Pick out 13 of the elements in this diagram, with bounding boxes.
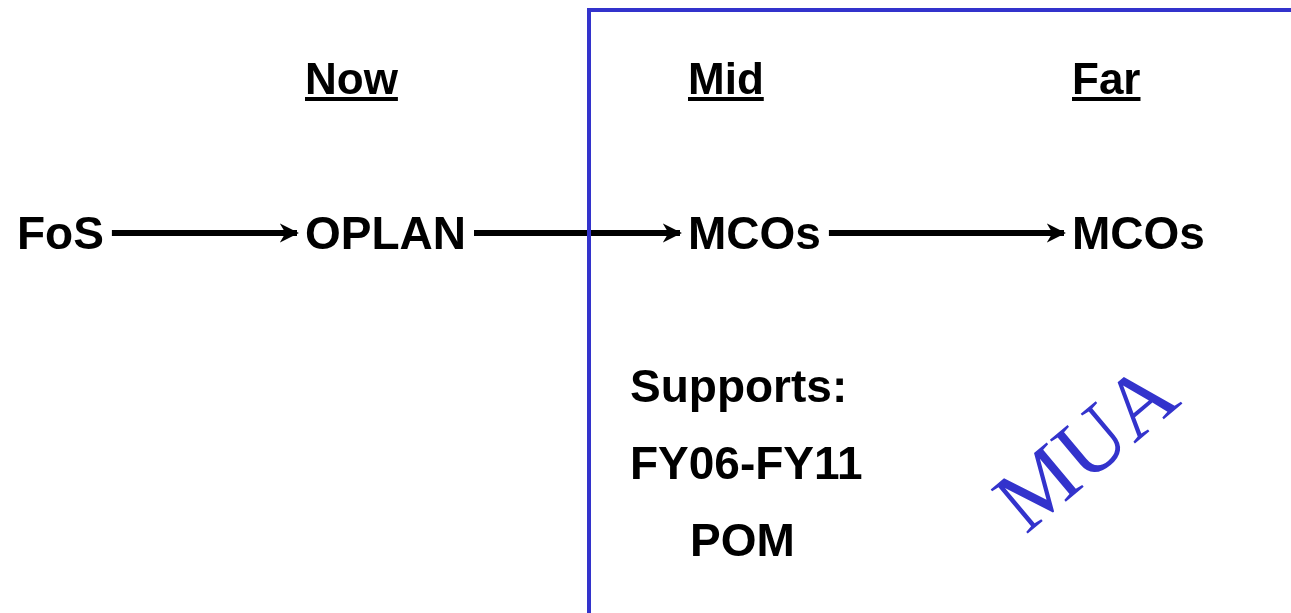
node-text: MCOs: [1072, 210, 1205, 256]
arrow: [111, 223, 299, 243]
column-heading: Far: [1072, 57, 1141, 101]
node-text: OPLAN: [305, 210, 466, 256]
bordered-panel: [587, 8, 1291, 613]
column-heading: Now: [305, 57, 398, 101]
node-text: FoS: [17, 210, 104, 256]
arrow: [828, 223, 1066, 243]
column-heading: Mid: [688, 57, 764, 101]
node-text: MCOs: [688, 210, 821, 256]
note-text: FY06-FY11: [630, 440, 863, 486]
note-text: POM: [690, 517, 795, 563]
arrow: [474, 223, 682, 243]
